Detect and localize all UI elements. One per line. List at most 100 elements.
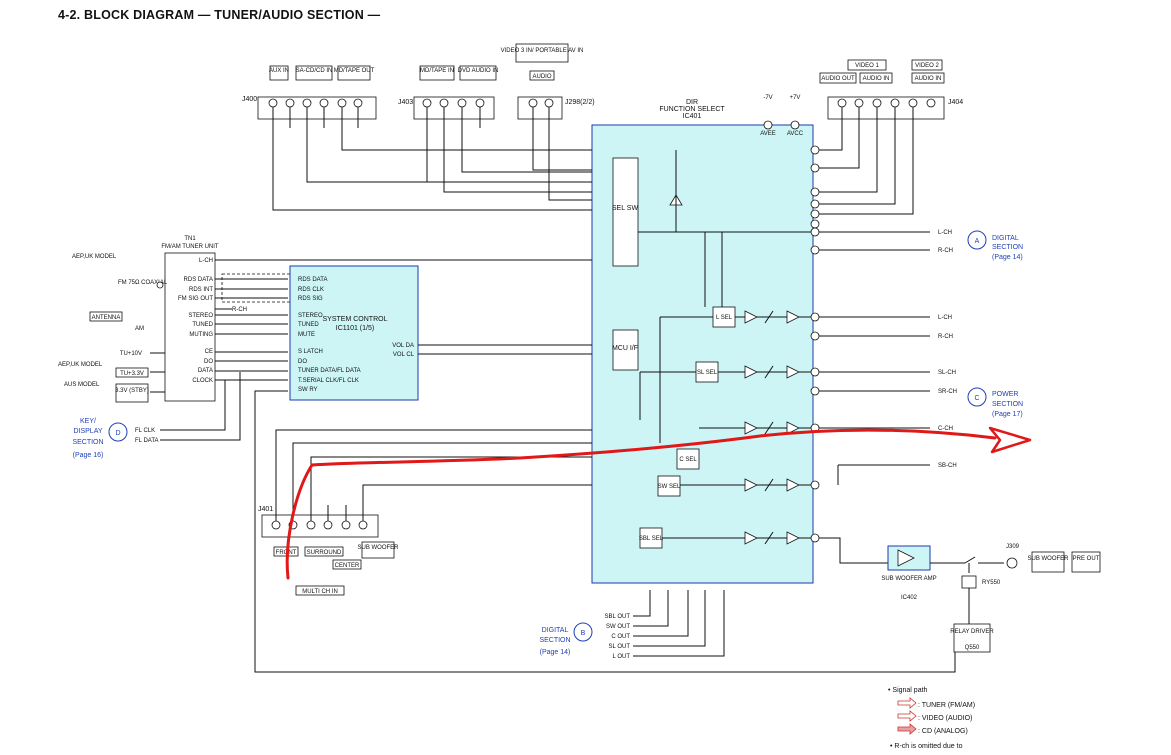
lch-a-label: L-CH	[938, 230, 952, 236]
tuner-unit-label: FM/AM TUNER UNIT	[161, 244, 219, 250]
j309-label: J309	[1006, 544, 1020, 550]
svg-text:SL OUT: SL OUT	[609, 644, 631, 650]
page-title: 4-2. BLOCK DIAGRAM — TUNER/AUDIO SECTION…	[58, 8, 381, 22]
svg-text:RDS DATA: RDS DATA	[298, 277, 327, 283]
svg-text:L-CH: L-CH	[199, 258, 213, 264]
c-sel-block	[676, 448, 700, 470]
rch-a-label: R-CH	[938, 248, 953, 254]
svg-text:DATA: DATA	[198, 368, 213, 374]
section-d-letter: D	[115, 430, 120, 437]
fm-coaxial-label: FM 75Ω COAXIAL	[118, 280, 168, 286]
rch-c-label: R-CH	[938, 334, 953, 340]
svg-text:SBL OUT: SBL OUT	[605, 614, 631, 620]
svg-text:DO: DO	[204, 359, 213, 365]
v33-stby-label: 3.3V (STBY)	[115, 388, 149, 394]
lch-c-label: L-CH	[938, 315, 952, 321]
dir-label: DIR	[686, 99, 698, 106]
multi-ch-in-label: MULTI CH IN	[302, 589, 338, 595]
surround-label: SURROUND	[307, 550, 342, 556]
sub-woofer-out-label: SUB WOOFER	[1027, 556, 1069, 562]
fl-clk-label: FL CLK	[135, 428, 155, 434]
aux-in-label: AUX IN	[269, 68, 289, 74]
svg-text:MUTE: MUTE	[298, 332, 315, 338]
svg-text:FM SIG OUT: FM SIG OUT	[178, 296, 213, 302]
svg-text:MUTING: MUTING	[189, 332, 213, 338]
red-annotation-arrowhead	[988, 426, 1032, 454]
ic401-label: IC401	[683, 113, 702, 120]
j400-label: J400	[242, 96, 257, 103]
avee-label: AVEE	[760, 131, 776, 137]
video1-label: VIDEO 1	[855, 63, 879, 69]
digital-out-labels: SBL OUT SW OUT C OUT SL OUT L OUT	[605, 614, 631, 660]
section-d-line3: SECTION	[72, 439, 103, 446]
svg-text:R-CH: R-CH	[232, 307, 247, 313]
c-sel-label: C SEL	[679, 457, 697, 463]
antenna-label: ANTENNA	[92, 315, 121, 321]
legend-video: : VIDEO (AUDIO)	[918, 715, 972, 722]
sw-sel-label: SW SEL	[658, 484, 681, 490]
svg-text:L OUT: L OUT	[613, 654, 631, 660]
relay-driver-label: RELAY DRIVER	[950, 629, 994, 635]
svg-text:SW OUT: SW OUT	[606, 624, 630, 630]
input-jacks-top: AUX IN SA-CD/CD IN MD/TAPE OUT J400 MD/T…	[242, 43, 963, 120]
j404-label: J404	[948, 99, 963, 106]
section-d-line1: KEY/	[80, 418, 96, 425]
section-a-letter: A	[975, 238, 980, 245]
center-label: CENTER	[335, 563, 360, 569]
slch-label: SL-CH	[938, 370, 956, 376]
audio-in1-label: AUDIO IN	[863, 76, 890, 82]
output-chains	[638, 150, 813, 545]
j401-label: J401	[258, 506, 273, 513]
dir-function-label: FUNCTION SELECT	[659, 106, 725, 113]
cch-label: C-CH	[938, 426, 953, 432]
sub-amp-label: SUB WOOFER AMP	[881, 576, 936, 582]
tu33-label: TU+3.3V	[120, 371, 144, 377]
legend-note: • R-ch is omitted due to	[890, 743, 963, 750]
ry550-label: RY550	[982, 580, 1001, 586]
tuner-unit-block	[164, 252, 216, 402]
svg-text:CLOCK: CLOCK	[192, 378, 213, 384]
sbl-sel-label: SBL SEL	[639, 536, 664, 542]
svg-text:S LATCH: S LATCH	[298, 349, 323, 355]
l-sel-label: L SEL	[716, 315, 733, 321]
red-annotation-line	[285, 428, 997, 580]
ic402-label: IC402	[901, 595, 918, 601]
dvd-in-label: DVD AUDIO IN	[458, 68, 499, 74]
j403-label: J403	[398, 99, 413, 106]
svg-text:DO: DO	[298, 359, 307, 365]
svg-text:TUNED: TUNED	[298, 322, 319, 328]
svg-text:RDS DATA: RDS DATA	[184, 277, 213, 283]
fl-data-label: FL DATA	[135, 438, 159, 444]
section-c-page: (Page 17)	[992, 411, 1023, 418]
syscon-ic: IC1101 (1/5)	[336, 325, 374, 332]
section-c-letter: C	[974, 395, 979, 402]
section-a-marker	[967, 230, 987, 250]
section-b-letter: B	[581, 630, 586, 637]
system-control-ic1101	[289, 265, 419, 401]
mcu-label: MCU I/F	[612, 345, 638, 352]
srch-label: SR-CH	[938, 389, 957, 395]
q550-label: Q550	[965, 645, 980, 651]
section-b-page: (Page 14)	[540, 649, 571, 656]
am-label: AM	[135, 326, 144, 332]
legend-cd: : CD (ANALOG)	[918, 728, 968, 735]
vol-cl-label: VOL CL	[393, 352, 415, 358]
sel-sw-block	[612, 157, 639, 267]
sacd-in-label: SA-CD/CD IN	[296, 68, 333, 74]
sel-sw-label: SEL SW	[612, 205, 639, 212]
section-c-marker	[967, 387, 987, 407]
mcu-block	[612, 329, 639, 371]
mdtape-out-label: MD/TAPE OUT	[334, 68, 375, 74]
svg-text:RDS INT: RDS INT	[189, 287, 213, 293]
section-b-line1: DIGITAL	[542, 627, 569, 634]
video3-audio-label: AUDIO	[532, 74, 551, 80]
avcc-label: AVCC	[787, 131, 804, 137]
dir-right-pins	[810, 145, 820, 543]
svg-text:T.SERIAL CLK/FL CLK: T.SERIAL CLK/FL CLK	[298, 378, 359, 384]
svg-text:STEREO: STEREO	[298, 313, 323, 319]
section-d-line2: DISPLAY	[73, 428, 102, 435]
legend-tuner: : TUNER (FM/AM)	[918, 702, 975, 709]
minus7v-label: -7V	[763, 95, 772, 101]
syscon-title: SYSTEM CONTROL	[323, 316, 388, 323]
audio-out-label: AUDIO OUT	[821, 76, 855, 82]
